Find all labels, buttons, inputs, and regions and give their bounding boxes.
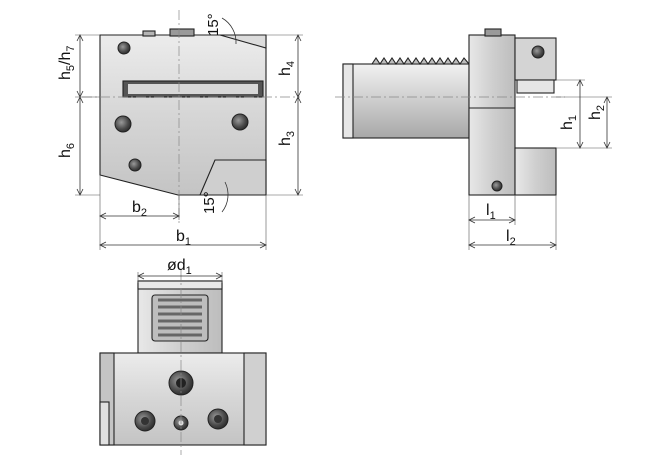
label-b1: b1 [176,228,191,248]
top-view-serrations [151,294,209,342]
front-view-top-tab [169,28,195,37]
front-view-hole-bottom [128,158,142,172]
front-view-top-chamfer [219,34,267,49]
side-view-dimensions [468,79,612,250]
side-view-top-tab [484,28,502,37]
side-view-shank [342,63,470,139]
label-h4: h4 [277,61,297,76]
front-view-labels: h5/h7 h6 h4 h3 b2 b1 15° 15° [57,13,297,248]
side-view [335,28,565,196]
side-view-lower-extension [514,147,557,196]
top-view-labels: ød1 [167,257,192,277]
front-view-dimensions [75,17,303,250]
front-view-hole-right [231,113,249,131]
front-view-slot-inner [128,84,258,94]
label-angle-top: 15° [205,13,222,36]
label-h2: h2 [587,105,607,120]
front-view-hole-top [117,41,131,55]
label-l2: l2 [506,228,516,248]
side-view-upper-extension [514,37,557,81]
front-view [82,10,300,225]
side-view-block [468,34,516,196]
top-view [99,270,267,455]
front-view-top-tab-left [142,30,156,37]
side-view-clamp-tab [516,79,555,94]
top-view-dimensions [137,272,223,283]
front-view-hole-left [114,115,132,133]
side-view-serrations [370,57,471,65]
top-view-left-slot [99,401,110,446]
top-view-shank-lip [137,280,223,290]
top-view-body [99,352,267,446]
label-angle-bottom: 15° [201,191,218,214]
label-h1: h1 [559,115,579,130]
side-view-hole-bottom [491,180,503,192]
top-view-right-flange [243,352,267,446]
label-l1: l1 [486,202,496,222]
side-view-hole-top [531,45,545,59]
label-b2: b2 [132,199,147,219]
side-view-labels: h1 h2 l1 l2 [486,105,607,248]
side-view-shank-end [342,63,354,139]
label-h5-h7: h5/h7 [57,46,77,81]
label-h3: h3 [277,131,297,146]
label-h6: h6 [57,143,77,158]
label-d1: ød1 [167,257,192,277]
